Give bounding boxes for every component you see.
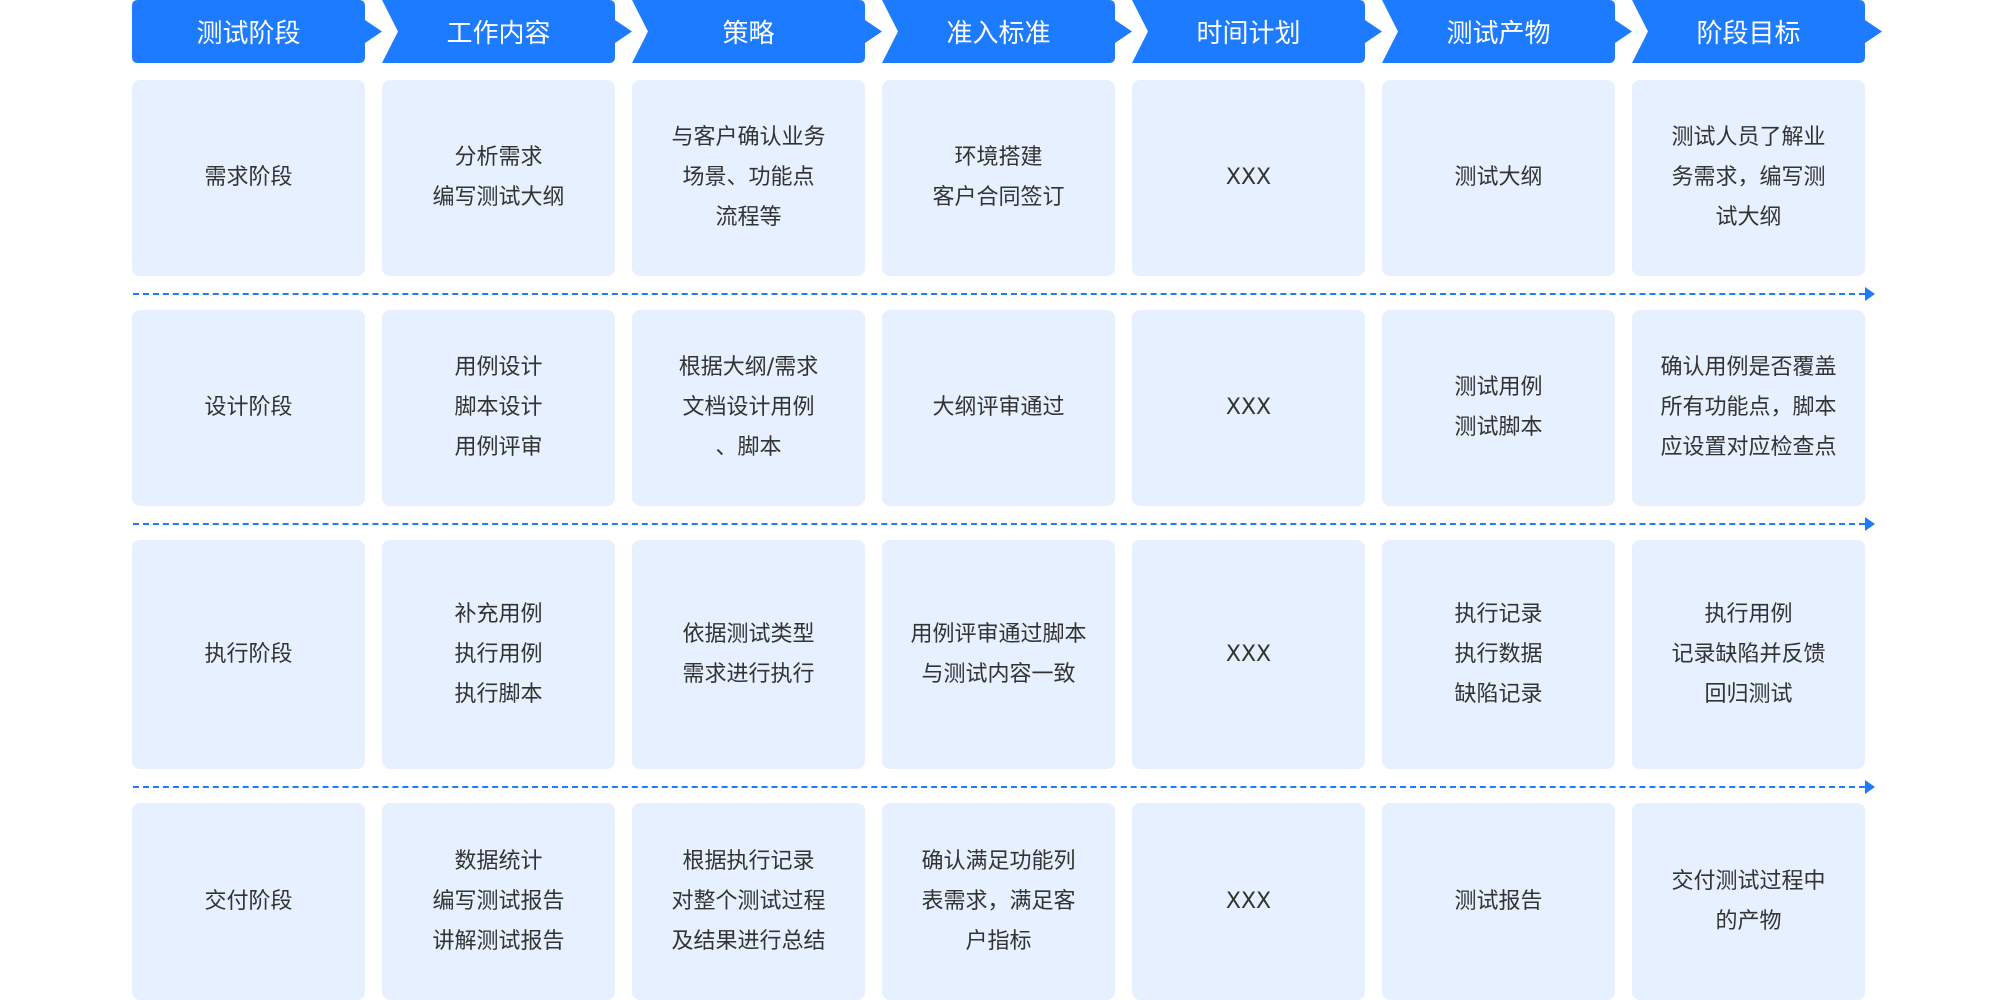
header-label: 测试产物	[1446, 19, 1551, 49]
header-label: 时间计划	[1196, 19, 1301, 49]
cell-row2-col7: 确认用例是否覆盖 所有功能点，脚本 应设置对应检查点	[1632, 310, 1865, 506]
arrow-head-icon	[1865, 517, 1875, 531]
dashed-arrow-divider	[133, 780, 1875, 794]
cell-row3-col1: 执行阶段	[132, 540, 365, 769]
header-label: 工作内容	[446, 19, 551, 49]
header-label: 准入标准	[946, 19, 1051, 49]
cell-row1-col2: 分析需求 编写测试大纲	[382, 80, 615, 276]
cell-row4-col2: 数据统计 编写测试报告 讲解测试报告	[382, 803, 615, 1000]
cell-row3-col4: 用例评审通过脚本 与测试内容一致	[882, 540, 1115, 769]
arrow-head-icon	[1865, 780, 1875, 794]
header-chevron-shape	[1132, 0, 1382, 63]
header-7: 阶段目标	[1632, 0, 1882, 63]
cell-row2-col2: 用例设计 脚本设计 用例评审	[382, 310, 615, 506]
dashed-arrow-divider	[133, 287, 1875, 301]
cell-row1-col3: 与客户确认业务 场景、功能点 流程等	[632, 80, 865, 276]
cell-row3-col5: XXX	[1132, 540, 1365, 769]
cell-row2-col6: 测试用例 测试脚本	[1382, 310, 1615, 506]
cell-row1-col6: 测试大纲	[1382, 80, 1615, 276]
cell-row3-col7: 执行用例 记录缺陷并反馈 回归测试	[1632, 540, 1865, 769]
dashed-arrow-divider	[133, 517, 1875, 531]
header-label: 测试阶段	[196, 19, 301, 49]
cell-row4-col3: 根据执行记录 对整个测试过程 及结果进行总结	[632, 803, 865, 1000]
header-4: 准入标准	[882, 0, 1132, 63]
header-5: 时间计划	[1132, 0, 1382, 63]
cell-row1-col1: 需求阶段	[132, 80, 365, 276]
cell-row1-col7: 测试人员了解业 务需求，编写测 试大纲	[1632, 80, 1865, 276]
header-label: 阶段目标	[1696, 19, 1801, 49]
header-2: 工作内容	[382, 0, 632, 63]
cell-row1-col4: 环境搭建 客户合同签订	[882, 80, 1115, 276]
header-chevron-shape	[1632, 0, 1882, 63]
header-chevron-shape	[1382, 0, 1632, 63]
header-chevron-shape	[132, 0, 382, 63]
cell-row3-col6: 执行记录 执行数据 缺陷记录	[1382, 540, 1615, 769]
header-chevron-shape	[382, 0, 632, 63]
cell-row2-col1: 设计阶段	[132, 310, 365, 506]
cell-row2-col3: 根据大纲/需求 文档设计用例 、脚本	[632, 310, 865, 506]
cell-row3-col2: 补充用例 执行用例 执行脚本	[382, 540, 615, 769]
cell-row1-col5: XXX	[1132, 80, 1365, 276]
arrow-head-icon	[1865, 287, 1875, 301]
cell-row3-col3: 依据测试类型 需求进行执行	[632, 540, 865, 769]
cell-row4-col7: 交付测试过程中 的产物	[1632, 803, 1865, 1000]
header-6: 测试产物	[1382, 0, 1632, 63]
cell-row4-col4: 确认满足功能列 表需求，满足客 户指标	[882, 803, 1115, 1000]
cell-row2-col5: XXX	[1132, 310, 1365, 506]
header-chevron-shape	[882, 0, 1132, 63]
cell-row4-col6: 测试报告	[1382, 803, 1615, 1000]
cell-row2-col4: 大纲评审通过	[882, 310, 1115, 506]
header-label: 策略	[722, 19, 775, 49]
cell-row4-col1: 交付阶段	[132, 803, 365, 1000]
cell-row4-col5: XXX	[1132, 803, 1365, 1000]
header-3: 策略	[632, 0, 882, 63]
header-chevron-shape	[632, 0, 882, 63]
header-1: 测试阶段	[132, 0, 382, 63]
